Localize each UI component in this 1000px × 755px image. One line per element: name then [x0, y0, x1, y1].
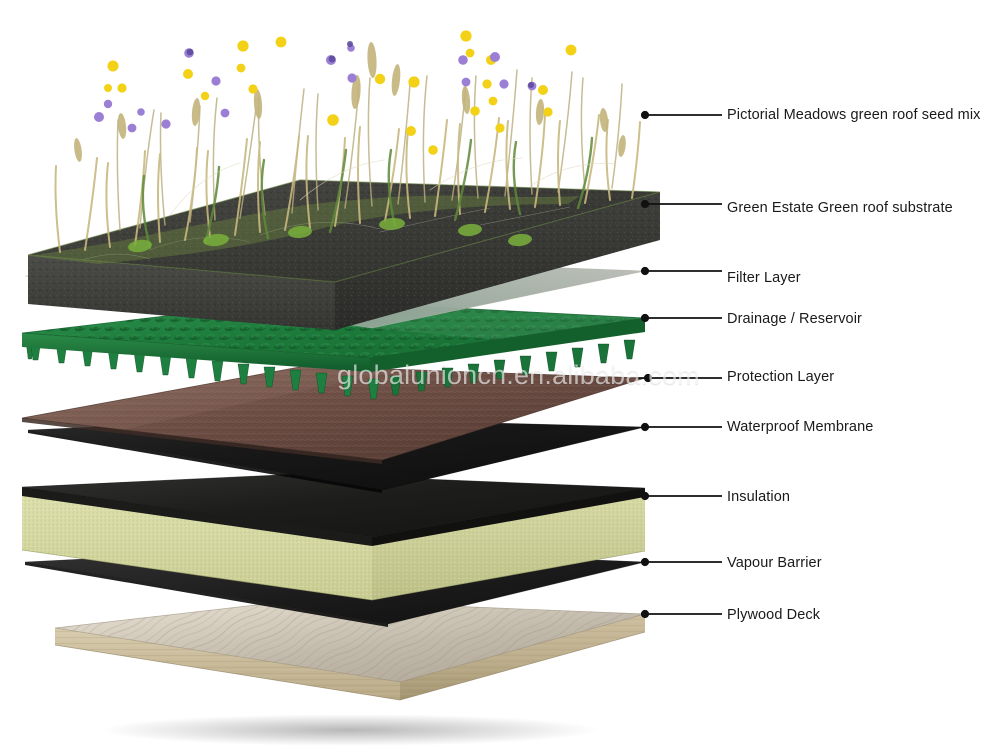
leader-drainage — [640, 313, 722, 323]
leader-vegetation — [640, 110, 722, 120]
label-protection: Protection Layer — [727, 369, 835, 385]
layer-plywood-deck — [54, 599, 646, 746]
label-vapour: Vapour Barrier — [727, 555, 822, 571]
leader-lines — [636, 110, 722, 619]
layer-vegetation — [54, 30, 641, 253]
leader-waterproof — [640, 422, 722, 432]
purple-flowers — [94, 44, 537, 133]
label-substrate: Green Estate Green roof substrate — [727, 200, 953, 216]
label-insulation: Insulation — [727, 489, 791, 505]
leader-substrate — [640, 199, 722, 209]
leader-filter — [640, 266, 722, 276]
label-plywood: Plywood Deck — [727, 607, 821, 623]
leader-vapour — [640, 557, 722, 567]
label-vegetation: Pictorial Meadows green roof seed mix — [727, 107, 981, 123]
yellow-flowers — [104, 30, 577, 155]
layer-insulation — [21, 473, 646, 601]
leader-protection — [636, 373, 722, 383]
label-drainage: Drainage / Reservoir — [727, 311, 862, 327]
label-waterproof: Waterproof Membrane — [727, 419, 874, 435]
leader-insulation — [640, 491, 722, 501]
leader-plywood — [640, 609, 722, 619]
label-filter: Filter Layer — [727, 270, 801, 286]
